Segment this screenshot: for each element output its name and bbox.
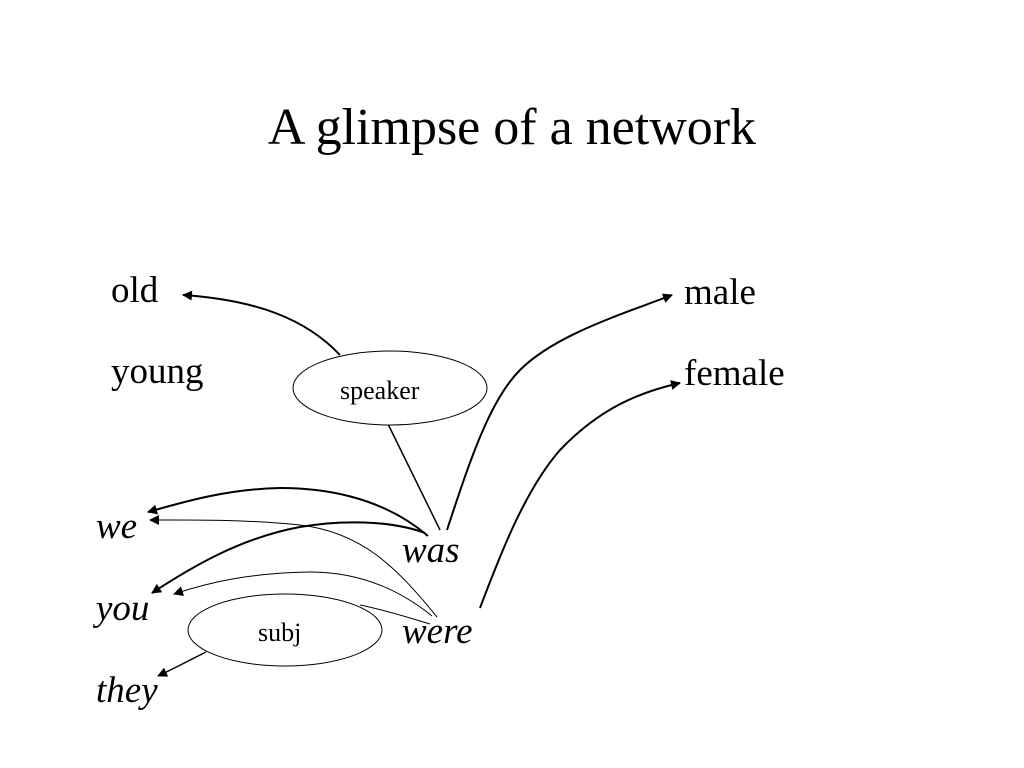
speaker-node	[292, 350, 488, 426]
word-young: young	[111, 351, 204, 392]
word-you: you	[96, 588, 150, 629]
word-old: old	[111, 270, 159, 311]
word-were: were	[402, 611, 473, 652]
word-female: female	[684, 353, 785, 394]
edge-was-we	[147, 486, 429, 537]
edge-were-you	[173, 571, 433, 617]
speaker-node-label: speaker	[340, 376, 420, 405]
edge-was-male	[446, 293, 673, 531]
word-we: we	[96, 506, 138, 547]
edge-were-we	[149, 514, 438, 618]
word-was: was	[402, 530, 460, 571]
edge-were-female	[479, 380, 681, 609]
subj-node	[187, 593, 383, 667]
edge-speaker-was	[387, 423, 441, 531]
edge-speaker-old	[182, 290, 341, 356]
edge-was-you	[151, 521, 426, 594]
edge-subj-they	[157, 651, 207, 677]
edge-subj-were	[359, 604, 431, 625]
subj-node-label: subj	[258, 618, 302, 647]
slide-title: A glimpse of a network	[267, 99, 757, 156]
word-they: they	[96, 670, 158, 711]
word-male: male	[684, 272, 756, 313]
